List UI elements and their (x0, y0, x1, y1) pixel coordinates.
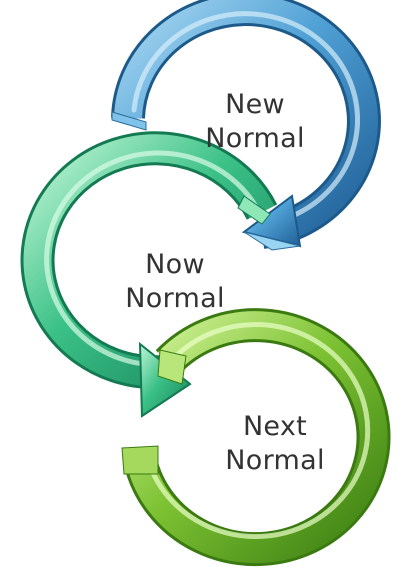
next-normal-line2: Normal (210, 444, 340, 478)
new-normal-label: New Normal (190, 88, 320, 156)
now-normal-line2: Normal (110, 282, 240, 316)
now-normal-line1: Now (110, 248, 240, 282)
new-normal-line1: New (190, 88, 320, 122)
next-normal-label: Next Normal (210, 410, 340, 478)
now-normal-label: Now Normal (110, 248, 240, 316)
new-normal-line2: Normal (190, 122, 320, 156)
next-normal-line1: Next (210, 410, 340, 444)
